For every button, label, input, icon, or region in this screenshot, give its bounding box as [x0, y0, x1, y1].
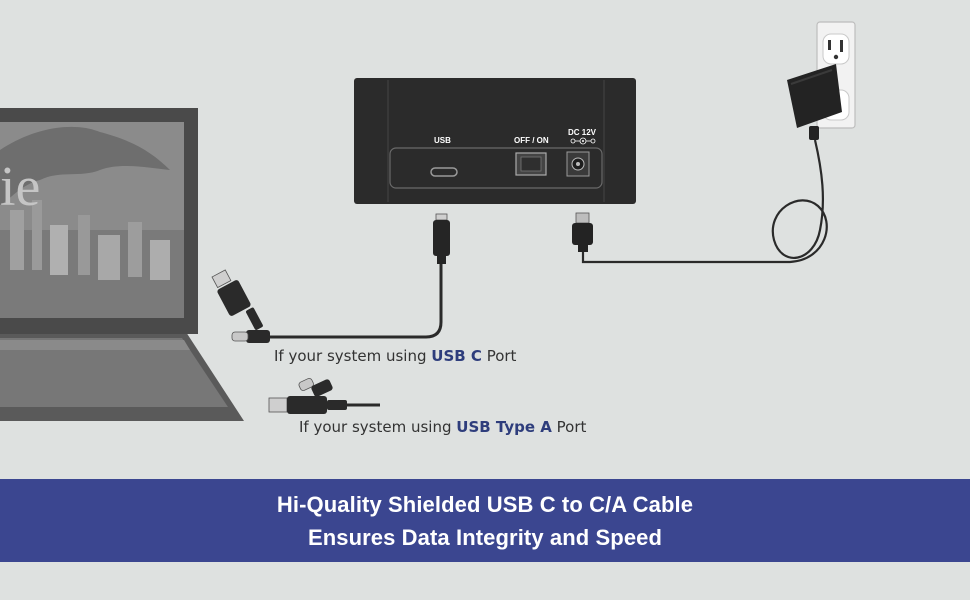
- usb-a-plug-body: [287, 396, 327, 414]
- usb-a-plug-tip: [268, 397, 288, 413]
- power-adapter: [572, 21, 856, 264]
- usb-a-caption-prefix: If your system using: [299, 418, 457, 436]
- laptop-illustration: ie: [0, 108, 244, 421]
- laptop-keyboard-deck: [0, 338, 228, 407]
- usb-c-plug-tip: [435, 213, 448, 221]
- laptop-wallpaper: ie: [0, 126, 184, 318]
- usb-c-tip-adapter: [298, 378, 314, 391]
- usb-a-caption: If your system using USB Type A Port: [299, 418, 586, 436]
- dock-dc-label: DC 12V: [568, 128, 597, 137]
- dock-port-panel: [389, 147, 603, 189]
- usb-c-caption-highlight: USB C: [431, 347, 482, 365]
- usb-c-caption-prefix: If your system using: [274, 347, 432, 365]
- usb-c-port: [430, 167, 458, 177]
- dock-switch-label: OFF / ON: [514, 136, 549, 145]
- usb-a-adapter-body: [217, 280, 251, 316]
- dc-polarity-icon: [570, 137, 596, 145]
- usb-c-caption: If your system using USB C Port: [274, 347, 516, 365]
- usb-a-adapter-tip: [211, 269, 232, 289]
- banner-line-2: Ensures Data Integrity and Speed: [307, 524, 663, 550]
- power-cable: [581, 139, 828, 264]
- dc-plug: [572, 223, 593, 245]
- feature-banner: Hi-Quality Shielded USB C to C/A Cable E…: [0, 479, 970, 562]
- docking-station: USB OFF / ON DC 12V: [354, 78, 636, 204]
- banner-line-1: Hi-Quality Shielded USB C to C/A Cable: [276, 491, 694, 517]
- usb-a-caption-suffix: Port: [551, 418, 587, 436]
- dc-plug-tip: [575, 212, 590, 224]
- usb-c-caption-suffix: Port: [481, 347, 517, 365]
- dock-body: [354, 78, 636, 204]
- usb-c-cable: [211, 213, 450, 343]
- svg-text:ie: ie: [0, 156, 40, 218]
- laptop-keyboard-edge: [0, 340, 190, 350]
- usb-c-to-a-adapter-connector: [211, 269, 270, 343]
- usb-a-caption-highlight: USB Type A: [456, 418, 552, 436]
- dock-usb-label: USB: [434, 136, 451, 145]
- usb-c-plug-dock: [433, 220, 450, 256]
- usb-a-cable: [268, 378, 380, 414]
